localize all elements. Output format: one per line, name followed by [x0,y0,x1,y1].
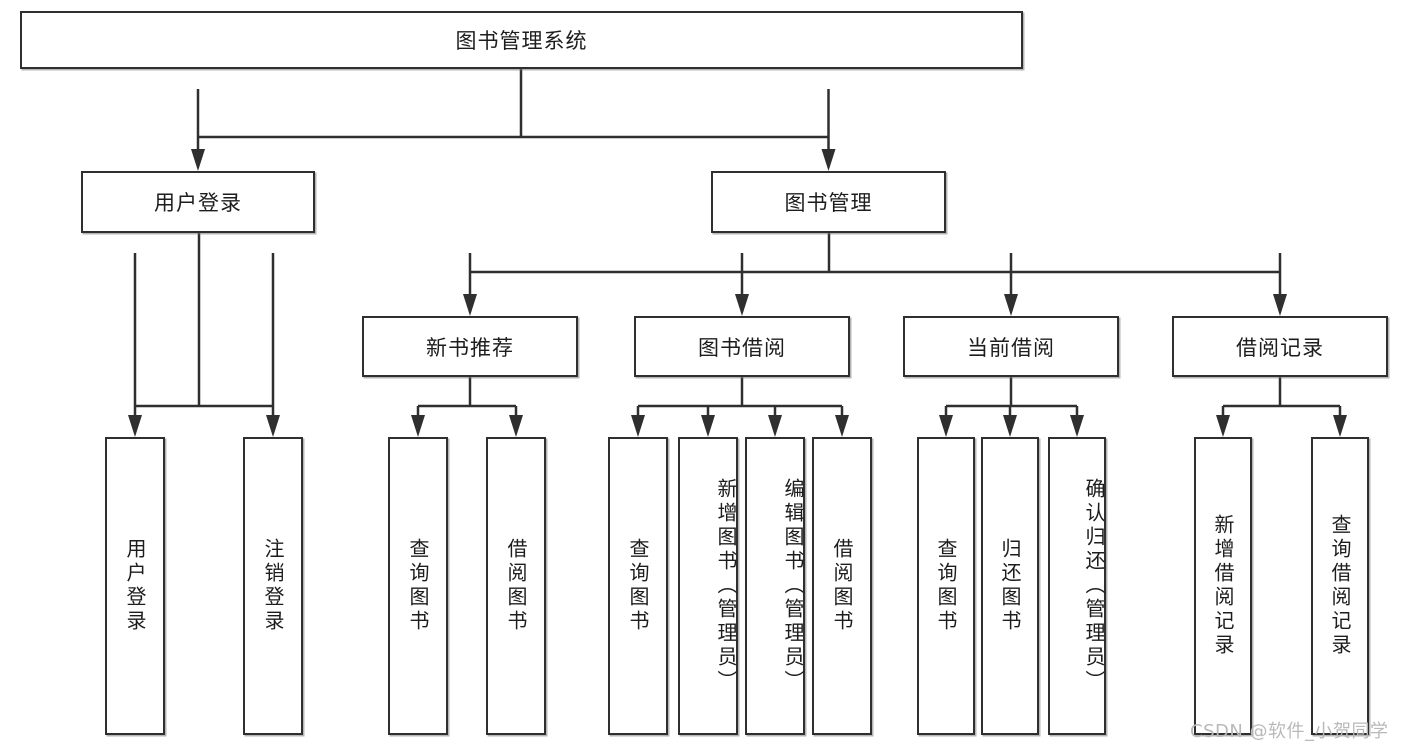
user-login-to-leaf-user-login-arrowhead [128,415,142,437]
node-label-new-book-recommend: 新书推荐 [426,335,514,360]
node-label-leaf-query-book-1: 查询图书 [406,538,430,634]
node-label-leaf-query-book-2: 查询图书 [626,538,650,634]
node-leaf-query-book-3[interactable]: 查询图书 [917,437,975,735]
node-label-book-borrow: 图书借阅 [698,335,786,360]
node-leaf-query-book-1[interactable]: 查询图书 [388,437,448,735]
node-label-leaf-confirm-return: 确认归还（管理员） [1082,478,1106,694]
node-label-current-borrow: 当前借阅 [967,335,1055,360]
current-borrow-to-leaf-query-book-3-arrowhead [939,415,953,437]
node-leaf-user-login[interactable]: 用户登录 [105,437,165,735]
node-root[interactable]: 图书管理系统 [20,11,1023,69]
current-borrow-to-leaf-return-book-arrowhead [1003,415,1017,437]
node-book-manage[interactable]: 图书管理 [711,171,946,233]
node-leaf-borrow-book-1[interactable]: 借阅图书 [486,437,546,735]
node-label-user-login: 用户登录 [154,191,242,215]
current-borrow-to-leaf-confirm-return-arrowhead [1070,415,1084,437]
borrow-record-to-leaf-add-borrow-record-arrowhead [1216,415,1230,437]
node-leaf-add-book[interactable]: 新增图书（管理员） [678,437,738,735]
node-label-leaf-user-login: 用户登录 [123,538,147,634]
user-login-to-leaf-user-logout-arrowhead [266,415,280,437]
book-manage-to-new-book-recommend-arrowhead [463,294,477,316]
book-borrow-to-leaf-add-book-arrowhead [701,415,715,437]
new-book-recommend-to-leaf-borrow-book-1-arrowhead [509,415,523,437]
node-label-leaf-add-book: 新增图书（管理员） [714,478,738,694]
node-leaf-query-book-2[interactable]: 查询图书 [608,437,668,735]
new-book-recommend-to-leaf-query-book-1-arrowhead [411,415,425,437]
book-manage-to-book-borrow-arrowhead [735,294,749,316]
node-user-login[interactable]: 用户登录 [81,171,315,233]
book-borrow-to-leaf-query-book-2-arrowhead [631,415,645,437]
node-current-borrow[interactable]: 当前借阅 [903,316,1119,377]
node-label-leaf-edit-book: 编辑图书（管理员） [781,478,805,694]
node-label-leaf-user-logout: 注销登录 [261,538,285,634]
node-leaf-query-borrow-record[interactable]: 查询借阅记录 [1311,437,1369,735]
node-label-leaf-return-book: 归还图书 [998,538,1022,634]
node-label-leaf-add-borrow-record: 新增借阅记录 [1211,514,1235,658]
book-manage-to-current-borrow-arrowhead [1004,294,1018,316]
node-label-leaf-borrow-book-1: 借阅图书 [504,538,528,634]
root-to-user-login-arrowhead [191,149,205,171]
node-leaf-user-logout[interactable]: 注销登录 [243,437,303,735]
root-to-book-manage-arrowhead [821,149,836,171]
node-label-book-manage: 图书管理 [784,191,873,215]
node-leaf-confirm-return[interactable]: 确认归还（管理员） [1048,437,1106,735]
borrow-record-to-leaf-query-borrow-record-arrowhead [1333,415,1347,437]
node-borrow-record[interactable]: 借阅记录 [1172,316,1388,377]
node-label-leaf-query-borrow-record: 查询借阅记录 [1328,514,1352,658]
node-new-book-recommend[interactable]: 新书推荐 [362,316,578,377]
book-borrow-to-leaf-borrow-book-2-arrowhead [835,415,849,437]
node-leaf-add-borrow-record[interactable]: 新增借阅记录 [1194,437,1252,735]
book-manage-to-borrow-record-arrowhead [1273,294,1287,316]
node-book-borrow[interactable]: 图书借阅 [634,316,850,377]
node-label-borrow-record: 借阅记录 [1236,335,1324,360]
node-leaf-edit-book[interactable]: 编辑图书（管理员） [745,437,805,735]
node-label-leaf-borrow-book-2: 借阅图书 [830,538,854,634]
node-label-root: 图书管理系统 [455,29,588,53]
node-label-leaf-query-book-3: 查询图书 [934,538,958,634]
book-borrow-to-leaf-edit-book-arrowhead [768,415,782,437]
watermark-text: CSDN @软件_小贺同学 [1190,721,1389,742]
node-leaf-borrow-book-2[interactable]: 借阅图书 [812,437,872,735]
node-leaf-return-book[interactable]: 归还图书 [981,437,1039,735]
